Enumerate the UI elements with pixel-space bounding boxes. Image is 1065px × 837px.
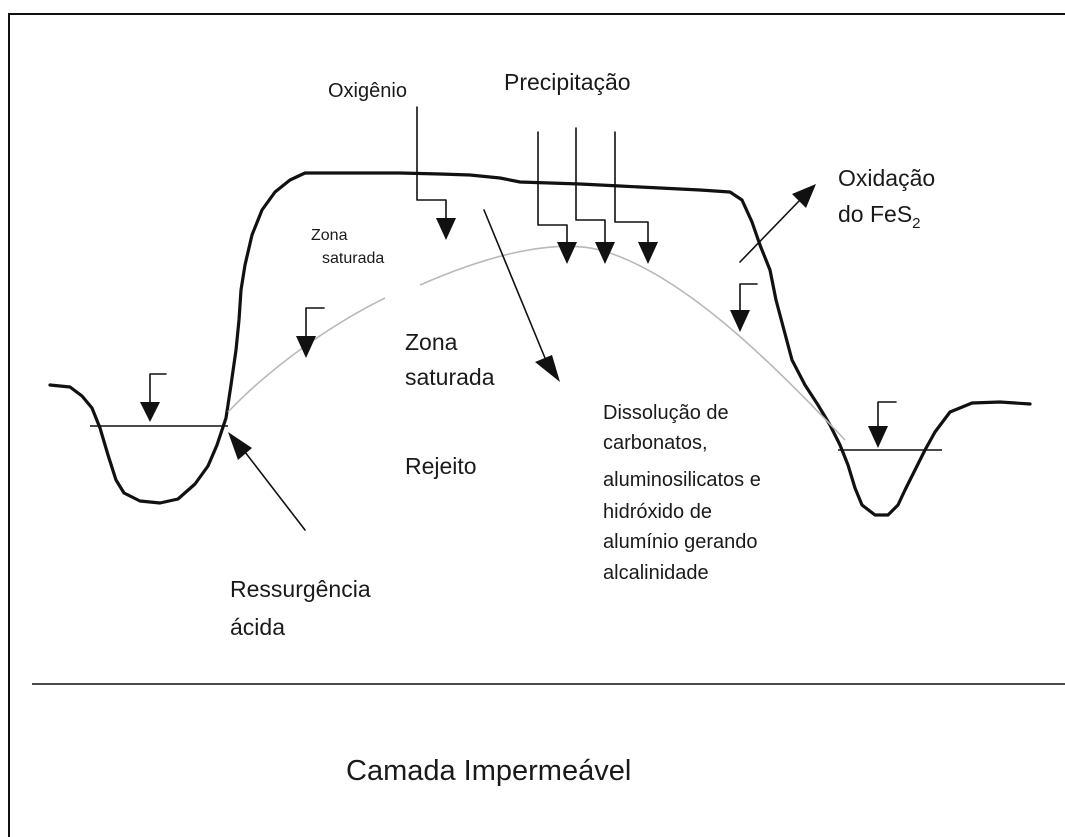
saturated-zone-small-line1: Zona [311,227,348,244]
acid-seepage-arrow [228,432,306,531]
precipitation-arrow-2 [575,127,615,264]
oxygen-arrow [416,106,456,240]
precipitation-arrow-3 [614,131,658,264]
oxidation-label-line2: do FeS2 [838,201,921,232]
dissolution-line-1: Dissolução de [603,402,729,424]
dissolution-line-6: alcalinidade [603,562,709,584]
acid-seepage-label-line1: Ressurgência [230,576,371,602]
saturated-zone-line2: saturada [405,364,495,390]
water-table-line [227,297,386,413]
dissolution-line-2: carbonatos, [603,432,708,454]
left-pond-level-marker [140,373,167,422]
dissolution-line-3: aluminosilicatos e [603,469,761,491]
precipitation-arrow-1 [537,131,577,264]
right-pond-level-marker [868,401,897,448]
oxidation-label-line1: Oxidação [838,165,935,191]
oxidation-arrow [739,184,816,263]
oxygen-label: Oxigênio [328,80,407,102]
saturated-zone-line1: Zona [405,329,458,355]
tailings-label: Rejeito [405,453,477,479]
impermeable-layer-label: Camada Impermeável [346,755,631,787]
water-table-line-right [419,245,846,441]
slope-level-marker-right [730,283,758,332]
infiltration-arrow [483,209,560,382]
saturated-zone-small-line2: saturada [322,250,384,267]
slope-level-marker-left [296,307,325,358]
oxidation-label-subscript: 2 [912,215,920,232]
dissolution-line-4: hidróxido de [603,501,712,523]
precipitation-label: Precipitação [504,69,631,95]
dissolution-text-block: Dissolução de carbonatos, aluminosilicat… [603,402,761,584]
tailings-pile-outline [48,171,1032,517]
dissolution-line-5: alumínio gerando [603,531,758,553]
acid-seepage-label-line2: ácida [230,614,285,640]
oxidation-label-prefix: do FeS [838,201,912,227]
